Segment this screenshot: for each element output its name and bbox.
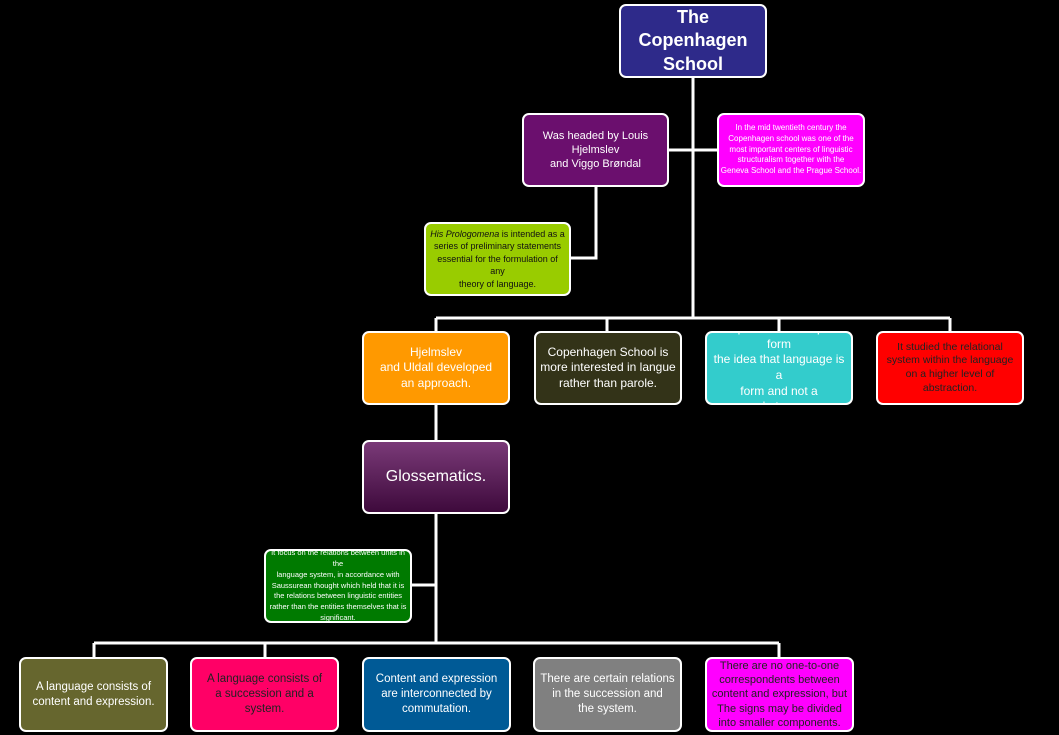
mid-century-line-4: structuralism together with the [737,155,845,165]
focus-line-1: It focus on the relations between units … [271,549,405,568]
focus-line-4: the relations between linguistic entitie… [274,591,402,601]
correspondents-line-2: correspondents between [719,674,840,687]
prolegomena-line-2: series of preliminary statements [433,241,562,252]
node-pure-form-text: It represented in a pure form the idea t… [711,333,847,403]
node-relations: There are certain relations in the succe… [533,657,682,732]
node-prolegomena: His Prologomena is intended as a series … [424,222,571,296]
approach-line-2: and Uldall developed [379,360,493,375]
commutation-line-3: commutation. [401,702,472,715]
node-succession-system: A language consists of a succession and … [190,657,339,732]
root-node-copenhagen-school: The Copenhagen School [619,4,767,78]
content-expression-line-2: content and expression. [32,695,155,708]
headed-by-line-2: Hjelmslev [571,143,620,156]
node-approach: Hjelmslev and Uldall developed an approa… [362,331,510,405]
node-mid-century-text: In the mid twentieth century the Copenha… [721,123,862,177]
headed-by-line-1: Was headed by Louis [542,129,649,142]
focus-line-5: rather than the entities themselves that… [269,602,407,612]
node-succession-system-text: A language consists of a succession and … [196,672,333,717]
node-pure-form: It represented in a pure form the idea t… [705,331,853,405]
relational-line-3: on a higher level of abstraction. [905,368,995,394]
node-headed-by-text: Was headed by Louis Hjelmslev and Viggo … [543,129,648,172]
relations-line-2: in the succession and [552,688,663,701]
node-content-expression: A language consists of content and expre… [19,657,168,732]
headed-by-line-3: and Viggo Brøndal [550,158,641,171]
root-line-2: Copenhagen [638,30,748,51]
pure-form-line-3: form and not a substance. [740,383,818,403]
prolegomena-line-4: theory of language. [458,278,537,289]
focus-line-3: Saussurean thought which held that it is [271,580,405,590]
pure-form-line-2: the idea that language is a [713,352,845,382]
focus-line-6: significant. [320,613,356,623]
node-correspondents-text: There are no one-to-one correspondents b… [712,659,847,730]
node-prolegomena-text: His Prologomena is intended as a series … [430,228,565,291]
node-content-expression-text: A language consists of content and expre… [32,680,154,710]
root-line-3: School [662,53,723,74]
commutation-line-2: are interconnected by [381,688,492,701]
node-langue-text: Copenhagen School is more interested in … [540,345,675,392]
relations-line-3: the system. [578,702,637,715]
prolegomena-title: His Prologomena [430,228,500,239]
node-focus-text: It focus on the relations between units … [267,549,409,623]
node-commutation-text: Content and expression are interconnecte… [376,672,497,717]
correspondents-line-4: The signs may be divided [717,702,842,715]
prolegomena-line-1-rest: is intended as a [499,228,565,239]
relational-line-1: It studied the relational [897,340,1003,353]
succession-system-line-1: A language consists of [206,673,323,686]
node-mid-century: In the mid twentieth century the Copenha… [717,113,865,187]
approach-line-3: an approach. [400,375,472,390]
glossematics-label: Glossematics. [385,467,487,485]
content-expression-line-1: A language consists of [35,680,152,693]
node-glossematics: Glossematics. [362,440,510,514]
langue-line-2: more interested in langue [540,360,676,375]
relations-line-1: There are certain relations [540,673,675,686]
node-focus: It focus on the relations between units … [264,549,412,623]
mid-century-line-5: Geneva School and the Prague School. [720,166,862,176]
langue-line-1: Copenhagen School is [547,344,669,359]
node-commutation: Content and expression are interconnecte… [362,657,511,732]
commutation-line-1: Content and expression [375,673,498,686]
langue-line-3: rather than parole. [558,375,658,390]
correspondents-line-5: into smaller components. [718,716,841,729]
node-relational-text: It studied the relational system within … [882,341,1018,396]
correspondents-line-1: There are no one-to-one [719,659,840,672]
succession-system-line-2: a succession and a system. [215,688,314,715]
correspondents-line-3: content and expression, but [711,688,848,701]
node-langue: Copenhagen School is more interested in … [534,331,682,405]
focus-line-2: language system, in accordance with [276,569,400,579]
node-relations-text: There are certain relations in the succe… [540,672,674,717]
node-relational: It studied the relational system within … [876,331,1024,405]
node-headed-by: Was headed by Louis Hjelmslev and Viggo … [522,113,669,187]
node-approach-text: Hjelmslev and Uldall developed an approa… [380,345,492,392]
node-correspondents: There are no one-to-one correspondents b… [705,657,854,732]
mid-century-line-3: most important centers of linguistic [729,144,853,154]
relational-line-2: system within the language [886,354,1014,367]
prolegomena-line-3: essential for the formulation of any [437,253,558,277]
mid-century-line-2: Copenhagen school was one of the [728,133,854,143]
pure-form-line-1: It represented in a pure form [717,333,841,351]
mid-century-line-1: In the mid twentieth century the [735,123,847,132]
root-line-1: The [676,6,709,27]
approach-line-1: Hjelmslev [409,344,462,359]
root-node-text: The Copenhagen School [638,6,747,76]
prolegomena-line-1: His Prologomena is intended as a [430,228,565,241]
